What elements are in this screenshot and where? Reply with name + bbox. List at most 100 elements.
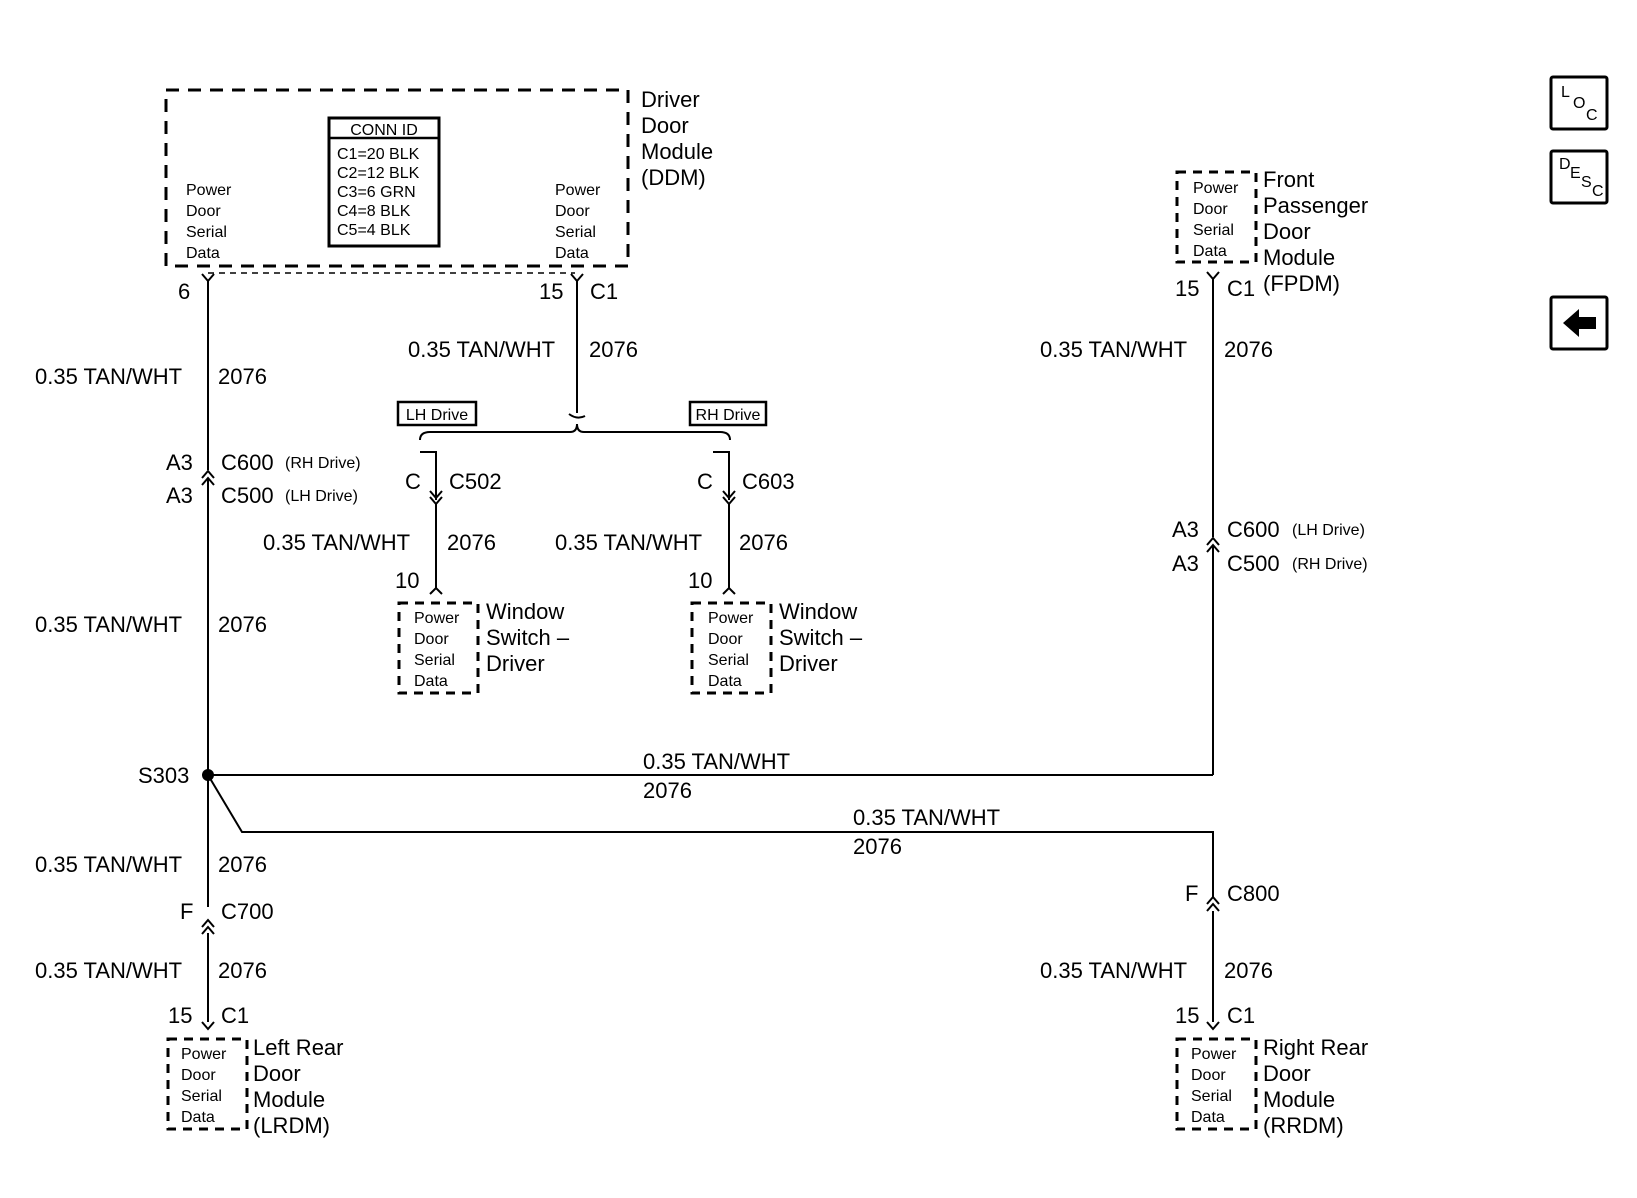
svg-text:Right Rear: Right Rear: [1263, 1035, 1368, 1060]
svg-text:Door: Door: [181, 1067, 216, 1084]
svg-text:Front: Front: [1263, 167, 1314, 192]
svg-text:Data: Data: [414, 673, 448, 690]
svg-text:Power: Power: [555, 182, 601, 199]
svg-text:Driver: Driver: [486, 651, 545, 676]
wire-gauge-color: 0.35 TAN/WHT: [408, 337, 555, 362]
conn-id-title: CONN ID: [350, 122, 418, 139]
drive-note: (RH Drive): [1292, 556, 1368, 573]
conn-id-entry: C1=20 BLK: [337, 146, 420, 163]
ws-lh-outline: [397, 601, 480, 695]
pin-number: 15: [168, 1003, 192, 1028]
wire-circuit: 2076: [1224, 958, 1273, 983]
svg-text:RH Drive: RH Drive: [696, 407, 761, 424]
ddm-name: Driver Door Module (DDM): [641, 87, 713, 190]
connector-id: C600: [1227, 517, 1280, 542]
wire-circuit: 2076: [1224, 337, 1273, 362]
svg-text:Left Rear: Left Rear: [253, 1035, 344, 1060]
wire-circuit: 2076: [218, 364, 267, 389]
wire-gauge-color: 0.35 TAN/WHT: [853, 805, 1000, 830]
svg-text:Door: Door: [641, 113, 689, 138]
back-button[interactable]: [1549, 295, 1609, 351]
wire-gauge-color: 0.35 TAN/WHT: [35, 364, 182, 389]
svg-text:Power: Power: [708, 610, 754, 627]
svg-text:Serial: Serial: [414, 652, 455, 669]
pin-number: 15: [1175, 1003, 1199, 1028]
rrdm-pin-label: Power Door Serial Data: [1191, 1046, 1237, 1126]
pin-number: 15: [539, 279, 563, 304]
svg-text:Passenger: Passenger: [1263, 193, 1368, 218]
loc-button[interactable]: L O C: [1549, 75, 1609, 131]
wire-circuit: 2076: [589, 337, 638, 362]
svg-text:Power: Power: [181, 1046, 227, 1063]
male-terminal: [201, 918, 215, 928]
svg-text:Data: Data: [181, 1109, 215, 1126]
conn-id-entry: C4=8 BLK: [337, 203, 411, 220]
lh-drive-label: LH Drive: [396, 400, 478, 427]
connector-id: C1: [221, 1003, 249, 1028]
svg-text:(FPDM): (FPDM): [1263, 271, 1340, 296]
connector-id: C502: [449, 469, 502, 494]
pin-number: A3: [1172, 551, 1199, 576]
svg-text:Door: Door: [1263, 219, 1311, 244]
pin-number: C: [697, 469, 713, 494]
wire-gauge-color: 0.35 TAN/WHT: [555, 530, 702, 555]
wire-circuit: 2076: [218, 612, 267, 637]
svg-text:LH Drive: LH Drive: [406, 407, 468, 424]
wire-gauge-color: 0.35 TAN/WHT: [643, 749, 790, 774]
male-terminal: [722, 490, 736, 500]
svg-text:Driver: Driver: [779, 651, 838, 676]
female-terminal: [1206, 1021, 1220, 1031]
rh-drive-label: RH Drive: [688, 400, 768, 427]
pin-number: A3: [1172, 517, 1199, 542]
svg-text:Data: Data: [1191, 1109, 1225, 1126]
wire-circuit: 2076: [218, 958, 267, 983]
splice-id: S303: [138, 763, 189, 788]
connector-id: C600: [221, 450, 274, 475]
desc-button[interactable]: D E S C: [1549, 149, 1609, 205]
svg-text:Module: Module: [1263, 245, 1335, 270]
svg-text:Door: Door: [414, 631, 449, 648]
wire-gauge-color: 0.35 TAN/WHT: [35, 958, 182, 983]
wire-circuit: 2076: [739, 530, 788, 555]
svg-text:Data: Data: [1193, 243, 1227, 260]
pin-number: F: [1185, 881, 1198, 906]
svg-text:Power: Power: [186, 182, 232, 199]
ddm-outline: [164, 88, 630, 268]
svg-text:Door: Door: [1263, 1061, 1311, 1086]
svg-text:Window: Window: [486, 599, 564, 624]
svg-text:Serial: Serial: [708, 652, 749, 669]
fpdm-name: Front Passenger Door Module (FPDM): [1263, 167, 1368, 296]
loc-letter: L: [1561, 84, 1570, 101]
svg-text:Serial: Serial: [186, 224, 227, 241]
conn-id-table: CONN ID C1=20 BLK C2=12 BLK C3=6 GRN C4=…: [327, 116, 441, 248]
svg-text:(LRDM): (LRDM): [253, 1113, 330, 1138]
loc-letter: C: [1586, 107, 1598, 124]
desc-letter: S: [1581, 174, 1592, 191]
svg-text:Power: Power: [1191, 1046, 1237, 1063]
svg-text:Window: Window: [779, 599, 857, 624]
conn-id-entry: C5=4 BLK: [337, 222, 411, 239]
wire-gauge-color: 0.35 TAN/WHT: [263, 530, 410, 555]
female-terminal: [420, 451, 437, 462]
svg-text:Driver: Driver: [641, 87, 700, 112]
svg-text:Switch –: Switch –: [779, 625, 863, 650]
rrdm-outline: [1175, 1037, 1258, 1131]
desc-letter: C: [1592, 183, 1604, 200]
svg-text:Module: Module: [641, 139, 713, 164]
male-terminal: [1206, 536, 1220, 546]
connector-id: C1: [1227, 276, 1255, 301]
fpdm-pin-label: Power Door Serial Data: [1193, 180, 1239, 260]
female-terminal: [429, 586, 443, 595]
connector-id: C1: [590, 279, 618, 304]
connector-id: C700: [221, 899, 274, 924]
lrdm-name: Left Rear Door Module (LRDM): [253, 1035, 344, 1138]
svg-text:Switch –: Switch –: [486, 625, 570, 650]
connector-id: C603: [742, 469, 795, 494]
pin-number: 10: [688, 568, 712, 593]
connector-id: C500: [1227, 551, 1280, 576]
svg-text:Serial: Serial: [181, 1088, 222, 1105]
ws-rh-outline: [690, 601, 773, 695]
svg-text:Door: Door: [708, 631, 743, 648]
wire-gauge-color: 0.35 TAN/WHT: [35, 612, 182, 637]
female-terminal: [570, 273, 584, 283]
